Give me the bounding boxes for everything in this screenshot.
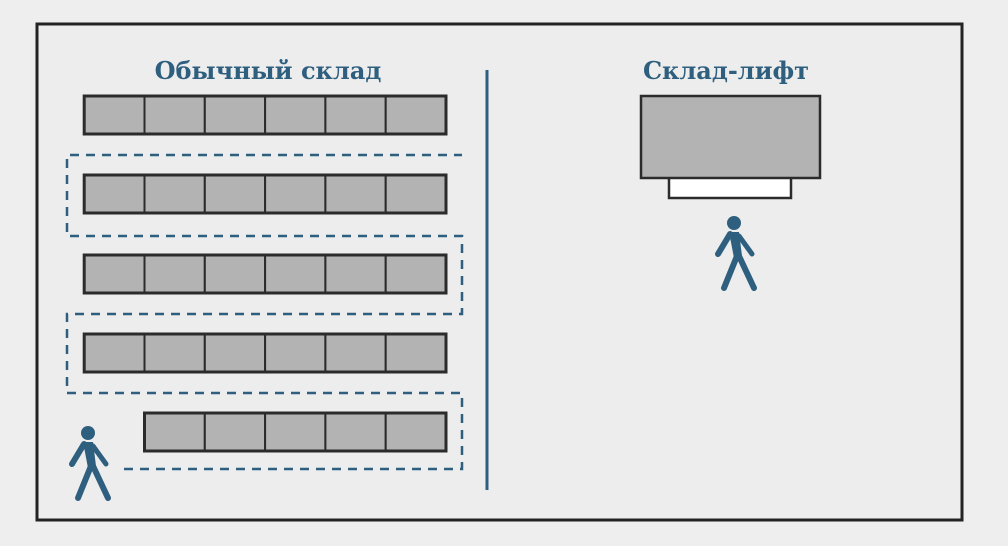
shelf-cell [324, 95, 387, 135]
shelf-cell [264, 254, 327, 294]
shelf-row-outline [82, 253, 448, 295]
shelf-cell [264, 333, 327, 373]
shelf-cell [143, 412, 206, 452]
walking-person-icon [715, 216, 757, 291]
shelf-row [143, 411, 448, 453]
shelf-cell [83, 254, 146, 294]
shelf-row [82, 253, 448, 295]
shelf-cell [203, 95, 267, 135]
shelf-cell [324, 174, 387, 214]
walking-person-icon [69, 426, 111, 501]
shelf-cell [143, 95, 206, 135]
shelf-cell [143, 254, 206, 294]
lift-cabinet [639, 94, 822, 180]
shelf-row-outline [82, 173, 448, 215]
shelf-cell [143, 174, 206, 214]
shelf-cell [264, 412, 327, 452]
lift-tray [667, 175, 793, 200]
shelf-cell [324, 254, 387, 294]
shelf-row [82, 94, 448, 136]
shelf-row [82, 173, 448, 215]
shelf-cell [384, 333, 448, 373]
shelf-row-outline [82, 332, 448, 374]
shelf-cell [203, 333, 267, 373]
shelf-rows [82, 94, 448, 453]
shelf-cell [203, 412, 267, 452]
left-title: Обычный склад [155, 56, 382, 85]
lift-unit [639, 94, 822, 200]
shelf-cell [264, 95, 327, 135]
shelf-cell [143, 333, 206, 373]
shelf-cell [384, 254, 448, 294]
right-title: Склад-лифт [643, 56, 809, 85]
shelf-row-outline [143, 411, 448, 453]
shelf-cell [264, 174, 327, 214]
shelf-cell [83, 95, 146, 135]
walking-path [65, 153, 464, 471]
shelf-cell [384, 412, 448, 452]
shelf-cell [324, 333, 387, 373]
shelf-cell [203, 174, 267, 214]
shelf-cell [384, 174, 448, 214]
shelf-cell [83, 174, 146, 214]
shelf-cell [203, 254, 267, 294]
shelf-row-outline [82, 94, 448, 136]
shelf-cell [83, 333, 146, 373]
shelf-cell [384, 95, 448, 135]
shelf-cell [324, 412, 387, 452]
shelf-row [82, 332, 448, 374]
